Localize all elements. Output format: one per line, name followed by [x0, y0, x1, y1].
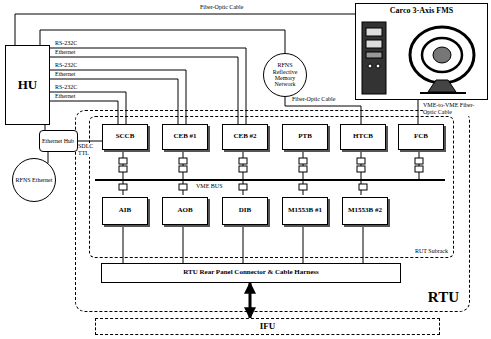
board-card: M1553B #1 [282, 197, 328, 225]
cable-label: SDLC TTL [78, 143, 99, 157]
node-text: M1553B #1 [288, 207, 322, 214]
ethernet-hub: Ethernet Hub [39, 130, 78, 152]
network-circle: RFNS Ethernet [12, 158, 56, 202]
vme-bus [95, 148, 445, 195]
connector-line [50, 57, 238, 124]
board-card: SCCB [102, 124, 148, 150]
node-text: HU [18, 78, 38, 92]
board-card: AOB [162, 197, 208, 225]
connector-line [50, 101, 118, 124]
node-text: PTB [298, 133, 312, 140]
node-text: HTCB [353, 133, 373, 140]
board-card: M1553B #2 [342, 197, 388, 225]
node-text: M1553B #2 [348, 207, 382, 214]
subrack-region: RUT Subrack SCCB CEB #1 CEB #2 PTB HTCB FCB AIB… [89, 116, 454, 258]
connector-line [50, 92, 126, 124]
node-text: Ethernet Hub [42, 138, 74, 144]
connector-line [48, 152, 49, 163]
node-text: AOB [177, 207, 192, 214]
board-card: CEB #2 [222, 124, 268, 150]
node-text: IFU [260, 322, 276, 331]
network-circle: RFNS Reflective Memory Network [263, 53, 307, 97]
cable-label: Fiber-Optic Cable [292, 96, 335, 103]
host-unit-box: HU [5, 45, 50, 125]
simulator-box: Carco 3-Axis FMS [355, 3, 488, 100]
connector-line [50, 48, 246, 124]
board-card: AIB [102, 197, 148, 225]
cable-label: Fiber-Optic Cable [200, 4, 243, 11]
node-text: DIB [239, 207, 251, 214]
connector-line [418, 100, 419, 124]
node-text: CEB #2 [233, 133, 256, 140]
node-text: RFNS Ethernet [16, 177, 53, 183]
node-text: RFNS Reflective Memory Network [266, 62, 304, 87]
interface-unit-box: IFU [95, 318, 440, 335]
board-card: DIB [222, 197, 268, 225]
node-text: RTU Rear Panel Connector & Cable Harness [183, 269, 319, 276]
motion-simulator-drawing [362, 22, 474, 94]
cable-label: RS-232C [55, 62, 77, 69]
cable-label: Ethernet [55, 49, 75, 56]
bus-label: VME BUS [196, 183, 223, 190]
node-text: CEB #1 [173, 133, 196, 140]
cable-label: Ethernet [55, 71, 75, 78]
connector-line [50, 79, 178, 124]
cable-label: Ethernet [55, 93, 75, 100]
rtu-enclosure: RTU RUT Subrack SCCB CEB #1 CEB #2 PTB HTCB FCB… [75, 110, 470, 312]
connector-panel: RTU Rear Panel Connector & Cable Harness [101, 263, 401, 283]
node-text: Carco 3-Axis FMS [388, 7, 455, 15]
board-card: PTB [282, 124, 328, 150]
node-text: SCCB [116, 133, 135, 140]
cable-label: RS-232C [55, 84, 77, 91]
cable-label: VME-to-VME Fiber-Optic Cable [423, 102, 485, 116]
board-card: FCB [398, 124, 444, 150]
node-text: AIB [119, 207, 131, 214]
board-card: CEB #1 [162, 124, 208, 150]
node-text: FCB [414, 133, 428, 140]
node-text: RTU [428, 290, 459, 306]
board-card: HTCB [340, 124, 386, 150]
node-text: RUT Subrack [415, 248, 448, 254]
connector-line [249, 283, 252, 318]
cable-label: RS-232C [55, 40, 77, 47]
connector-line [40, 30, 285, 53]
